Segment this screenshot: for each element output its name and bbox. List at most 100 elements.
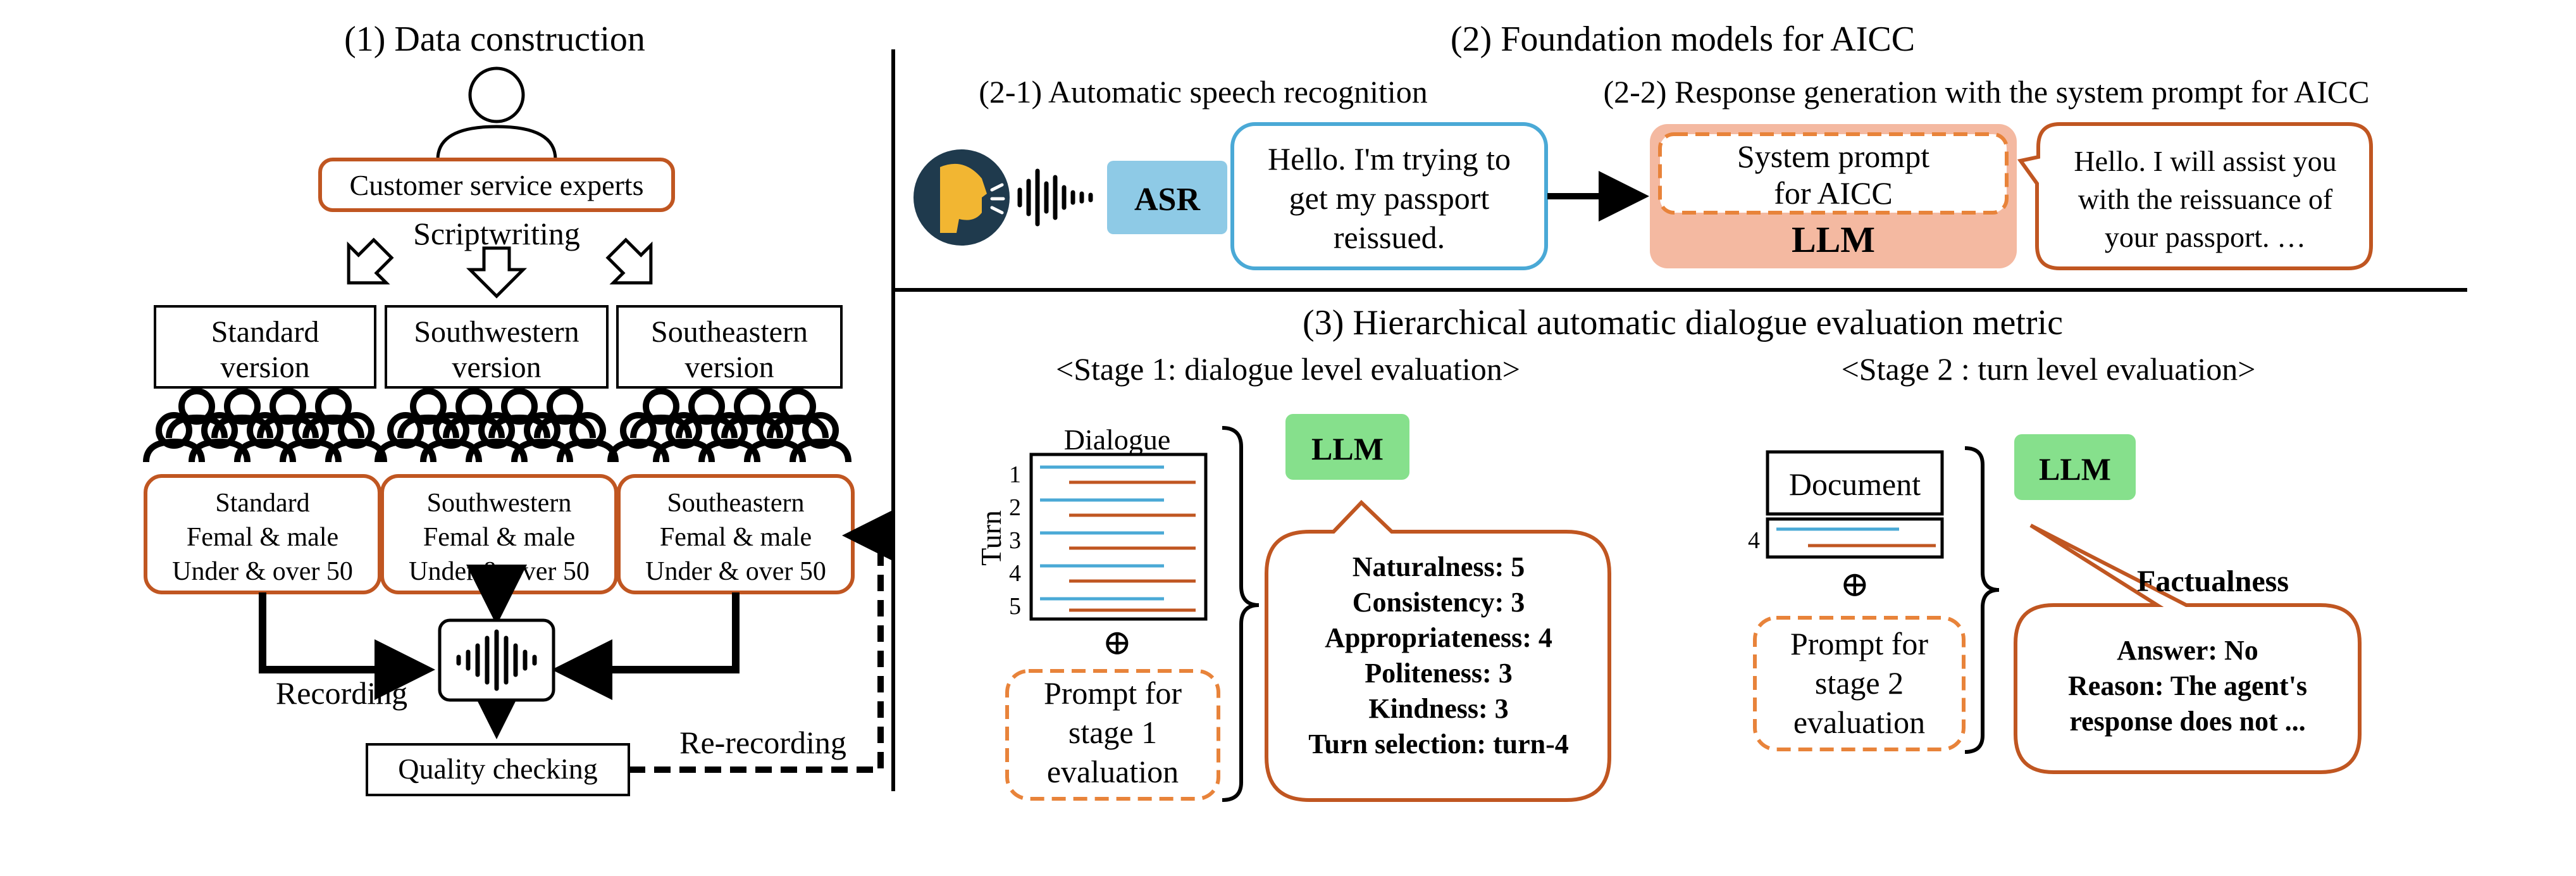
speaker-group-icon bbox=[378, 391, 616, 462]
stage1-llm-label: LLM bbox=[1311, 431, 1384, 466]
svg-text:Femal & male: Femal & male bbox=[423, 523, 575, 552]
stage2-llm-label: LLM bbox=[2039, 451, 2111, 487]
turn-number: 4 bbox=[1009, 560, 1021, 587]
score-line: Appropriateness: 4 bbox=[1325, 622, 1552, 653]
asr-label: ASR bbox=[1134, 182, 1201, 218]
dialogue-box bbox=[1029, 453, 1208, 621]
version-southeastern: Southeastern version bbox=[616, 305, 843, 389]
scriptwriting-label: Scriptwriting bbox=[413, 216, 580, 251]
quality-checking-label: Quality checking bbox=[398, 753, 598, 785]
turn4-box bbox=[1766, 517, 1944, 559]
score-line: Naturalness: 5 bbox=[1353, 551, 1525, 582]
svg-text:Femal & male: Femal & male bbox=[187, 523, 338, 552]
svg-text:Southwestern: Southwestern bbox=[414, 315, 579, 349]
document-box bbox=[1766, 450, 1944, 516]
score-line: Consistency: 3 bbox=[1353, 587, 1525, 618]
score-line: Kindness: 3 bbox=[1368, 693, 1508, 724]
stage1-prompt-line: Prompt for bbox=[1044, 675, 1182, 711]
group-standard: Standard Femal & male Under & over 50 bbox=[144, 474, 381, 594]
response-line: with the reissuance of bbox=[2078, 183, 2333, 215]
asr-subtitle: (2-1) Automatic speech recognition bbox=[979, 74, 1428, 110]
arrow-down-icon bbox=[470, 248, 523, 296]
group-southeastern: Southeastern Femal & male Under & over 5… bbox=[617, 474, 855, 594]
score-line: Turn selection: turn-4 bbox=[1308, 729, 1569, 760]
recording-connectors bbox=[259, 565, 740, 739]
stage1-scores-bubble bbox=[1265, 499, 1611, 802]
stage1-prompt-line: evaluation bbox=[1047, 754, 1179, 789]
dialogue-label: Dialogue bbox=[1064, 423, 1171, 456]
system-prompt-line: for AICC bbox=[1774, 175, 1893, 211]
response-line: your passport. … bbox=[2105, 221, 2306, 253]
svg-text:Femal & male: Femal & male bbox=[660, 523, 812, 552]
stage2-prompt-line: Prompt for bbox=[1790, 626, 1928, 661]
score-line: Politeness: 3 bbox=[1365, 658, 1512, 689]
experts-box bbox=[318, 158, 675, 212]
dialogue-turn-lines bbox=[1040, 465, 1196, 612]
utterance-line: reissued. bbox=[1334, 220, 1445, 255]
speaking-person-icon bbox=[913, 149, 1010, 246]
answer-line: Answer: No bbox=[2117, 635, 2258, 666]
section-foundation-models: (2) Foundation models for AICC (2-1) Aut… bbox=[913, 20, 2373, 270]
turn-number: 3 bbox=[1009, 527, 1021, 554]
arrow-down-right-icon bbox=[598, 230, 669, 301]
oplus-symbol: ⊕ bbox=[1840, 565, 1870, 604]
stage1-prompt-box bbox=[1005, 669, 1220, 801]
section-data-construction: (1) Data construction Customer service e… bbox=[144, 20, 893, 796]
turn-number: 1 bbox=[1009, 461, 1021, 488]
factualness-label: Factualness bbox=[2137, 565, 2289, 598]
svg-text:Standard: Standard bbox=[215, 489, 309, 518]
turn-number: 2 bbox=[1009, 494, 1021, 521]
response-line: Hello. I will assist you bbox=[2074, 145, 2336, 177]
stage1-prompt-line: stage 1 bbox=[1068, 715, 1157, 750]
svg-text:Southwestern: Southwestern bbox=[427, 489, 572, 518]
svg-text:version: version bbox=[220, 351, 309, 384]
turn-number: 5 bbox=[1009, 593, 1021, 620]
stage2-prompt-box bbox=[1753, 616, 1966, 751]
version-standard: Standard version bbox=[154, 305, 376, 389]
svg-text:Under & over 50: Under & over 50 bbox=[409, 557, 590, 586]
svg-text:Under & over 50: Under & over 50 bbox=[172, 557, 353, 586]
answer-line: response does not ... bbox=[2069, 706, 2305, 737]
stage1-brace bbox=[1222, 426, 1260, 802]
oplus-symbol: ⊕ bbox=[1103, 623, 1132, 663]
answer-line: Reason: The agent's bbox=[2068, 670, 2307, 701]
response-bubble bbox=[2017, 122, 2373, 270]
user-utterance-box bbox=[1230, 122, 1548, 270]
section1-title: (1) Data construction bbox=[344, 20, 645, 59]
recording-label: Recording bbox=[276, 675, 407, 711]
svg-text:version: version bbox=[452, 351, 541, 384]
expert-person-icon bbox=[436, 66, 557, 160]
stage2-prompt-line: evaluation bbox=[1793, 704, 1925, 740]
stage1-title: <Stage 1: dialogue level evaluation> bbox=[1056, 351, 1520, 387]
svg-text:Under & over 50: Under & over 50 bbox=[645, 557, 826, 586]
turn-axis-label: Turn bbox=[975, 510, 1007, 566]
speaker-group-icon bbox=[146, 391, 384, 462]
asr-box bbox=[1107, 161, 1227, 234]
stage2-prompt-line: stage 2 bbox=[1815, 665, 1904, 701]
stage1-llm-box bbox=[1285, 414, 1409, 480]
utterance-line: Hello. I'm trying to bbox=[1268, 141, 1511, 177]
audio-waveform-icon bbox=[438, 618, 555, 702]
speaker-group-icon bbox=[610, 391, 848, 462]
stage2-brace bbox=[1964, 446, 2000, 754]
stage2-answer-bubble bbox=[2014, 523, 2362, 774]
utterance-line: get my passport bbox=[1289, 180, 1490, 216]
section2-title: (2) Foundation models for AICC bbox=[1451, 20, 1915, 59]
sound-wave-icon bbox=[1017, 168, 1093, 227]
document-label: Document bbox=[1789, 466, 1921, 502]
arrow-down-left-icon bbox=[330, 230, 401, 301]
quality-checking-box bbox=[366, 743, 630, 796]
rerecording-path bbox=[629, 510, 893, 773]
system-prompt-line: System prompt bbox=[1737, 139, 1929, 174]
llm-label: LLM bbox=[1792, 219, 1875, 260]
section-evaluation-metric: (3) Hierarchical automatic dialogue eval… bbox=[975, 303, 2362, 802]
stage2-title: <Stage 2 : turn level evaluation> bbox=[1842, 351, 2256, 387]
svg-text:Standard: Standard bbox=[211, 315, 319, 349]
stage2-llm-box bbox=[2014, 434, 2136, 500]
turn-number: 4 bbox=[1748, 527, 1760, 554]
svg-text:Southeastern: Southeastern bbox=[651, 315, 808, 349]
version-southwestern: Southwestern version bbox=[385, 305, 609, 389]
svg-text:Southeastern: Southeastern bbox=[667, 489, 805, 518]
rerecording-label: Re-recording bbox=[679, 725, 846, 760]
